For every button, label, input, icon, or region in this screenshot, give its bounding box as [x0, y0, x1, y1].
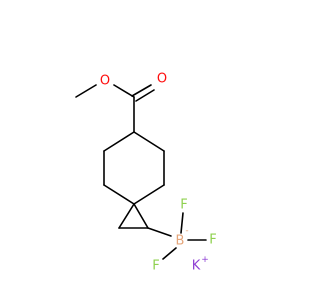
bond-oxygen-carbonyl-carbon: [113, 84, 135, 98]
potassium-charge: +: [201, 255, 209, 265]
bond-carbonyl-double-b: [135, 89, 155, 102]
bond-boron-fluorine-left: [162, 247, 177, 260]
boron-charge: -: [185, 226, 188, 236]
atom-fluorine-right: F: [209, 233, 216, 248]
structure-diagram: O O B - F F F K +: [75, 72, 217, 274]
bond-cyclopropane-3: [133, 203, 149, 229]
bond-boron-fluorine-top: [180, 212, 184, 234]
atom-fluorine-top: F: [180, 198, 187, 213]
bond-ring-4: [103, 184, 135, 205]
atom-boron: B: [176, 234, 185, 249]
bond-methyl-oxygen: [75, 84, 97, 98]
bond-cyclopropane-1: [118, 203, 135, 229]
atom-fluorine-left: F: [152, 259, 159, 274]
bond-ring-1: [133, 131, 165, 152]
atom-oxygen-ether: O: [100, 74, 110, 89]
bond-carbon-boron: [147, 227, 172, 237]
atom-oxygen-carbonyl: O: [157, 72, 167, 87]
atom-potassium: K: [192, 259, 201, 274]
bond-ring-3: [133, 184, 165, 205]
bond-ring-6: [103, 131, 135, 152]
bond-carbonyl-double-a: [131, 84, 152, 97]
